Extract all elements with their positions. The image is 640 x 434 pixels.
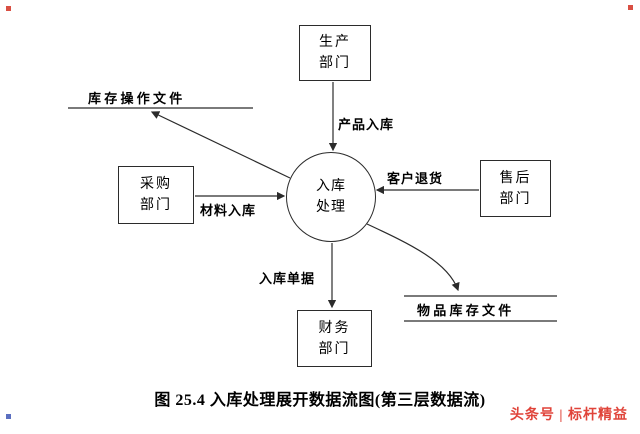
node-purchasing-dept: 采购 部门 — [118, 166, 194, 224]
flow-label-material-in: 材料入库 — [200, 203, 257, 218]
store-inventory-ops-file: 库 存 操 作 文 件 — [88, 91, 183, 106]
corner-mark — [6, 414, 11, 419]
node-label: 部门 — [499, 191, 532, 207]
process-label: 入库 — [316, 179, 346, 194]
corner-mark — [6, 6, 11, 11]
store-item-inventory-file: 物 品 库 存 文 件 — [417, 303, 512, 318]
node-label: 售后 — [499, 170, 532, 186]
flow-label-warehouse-receipt: 入库单据 — [259, 271, 316, 286]
node-warehouse-entry-process: 入库 处理 — [286, 152, 376, 242]
node-label: 部门 — [319, 56, 351, 71]
node-label: 部门 — [318, 341, 351, 357]
process-label: 处理 — [316, 200, 346, 215]
flow-arrow-to-item-inventory-file — [366, 223, 460, 292]
corner-mark — [628, 5, 633, 10]
flow-label-customer-return: 客户退货 — [387, 171, 444, 186]
node-label: 财务 — [318, 320, 351, 336]
node-aftersales-dept: 售后 部门 — [480, 160, 551, 217]
figure-caption: 图 25.4 入库处理展开数据流图(第三层数据流) — [154, 392, 486, 409]
node-production-dept: 生产 部门 — [299, 25, 371, 81]
node-finance-dept: 财务 部门 — [297, 310, 372, 367]
flow-label-product-in: 产品入库 — [338, 117, 395, 132]
node-label: 部门 — [140, 198, 172, 213]
watermark-text: 头条号 | 标杆精益 — [509, 408, 628, 423]
node-label: 采购 — [140, 177, 172, 192]
node-label: 生产 — [319, 35, 351, 50]
